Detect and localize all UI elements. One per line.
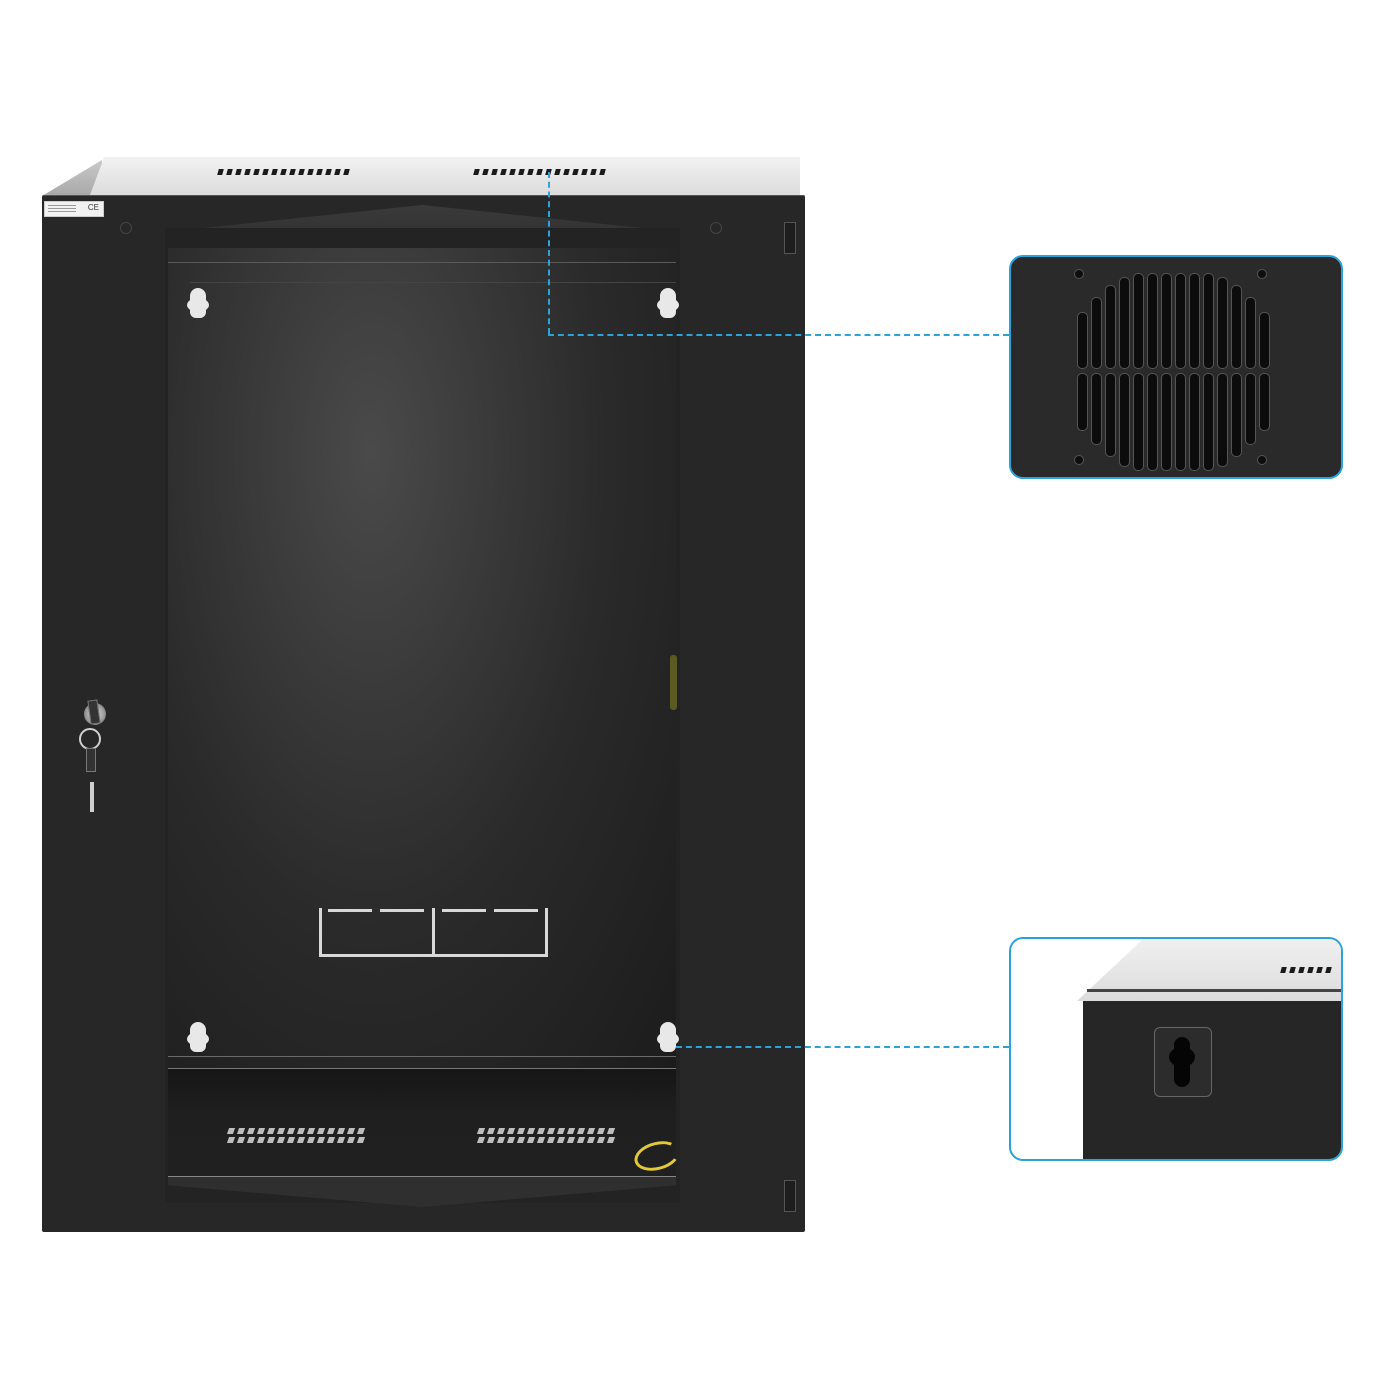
door-hinge-top: [784, 222, 796, 254]
screw-hole-icon: [1074, 455, 1084, 465]
knockout-tab: [328, 909, 372, 912]
cable-knockout-right: [433, 908, 548, 957]
knockout-tab: [380, 909, 424, 912]
fan-slot: [1077, 373, 1088, 431]
fan-slot: [1259, 373, 1270, 431]
callout-connector-fan: [548, 334, 1009, 336]
fan-slot: [1203, 273, 1214, 369]
key-icon: [86, 748, 96, 772]
top-vent-closeup: [1280, 967, 1332, 973]
bottom-vent-right: [476, 1128, 616, 1143]
screw-icon: [120, 222, 132, 234]
fan-slot: [1161, 373, 1172, 471]
wall-mount-detail-callout: [1009, 937, 1343, 1161]
ce-mark: CE: [87, 203, 99, 212]
fan-slot: [1091, 373, 1102, 445]
fan-slot: [1175, 373, 1186, 471]
fan-slot: [1147, 373, 1158, 471]
knockout-tab: [442, 909, 486, 912]
fan-slot: [1259, 312, 1270, 369]
rail-line: [168, 262, 676, 263]
cabinet-top-panel: [90, 157, 800, 195]
wall-mount-keyhole-icon: [187, 1022, 209, 1052]
wall-mount-keyhole-icon: [187, 288, 209, 318]
knockout-tab: [494, 909, 538, 912]
callout-connector-mount: [676, 1046, 1009, 1048]
screw-hole-icon: [1257, 269, 1267, 279]
wall-mount-keyhole-icon: [657, 288, 679, 318]
door-bottom-panel: [168, 1068, 676, 1184]
top-vent-left: [217, 169, 350, 175]
fan-slot: [1133, 273, 1144, 369]
fan-slot: [1175, 273, 1186, 369]
top-vent-right: [473, 169, 606, 175]
fan-slot: [1091, 297, 1102, 369]
screw-icon: [710, 222, 722, 234]
fan-slot: [1077, 312, 1088, 369]
fan-slot: [1203, 373, 1214, 471]
key-blade: [90, 782, 94, 812]
keyhole-round-icon: [1169, 1047, 1195, 1067]
fan-slot: [1161, 273, 1172, 369]
ce-label-sticker: CE: [44, 201, 104, 217]
fan-slot: [1217, 373, 1228, 467]
fan-slot: [1133, 373, 1144, 471]
fan-slot: [1245, 373, 1256, 445]
fan-slot: [1105, 373, 1116, 457]
bottom-vent-left: [226, 1128, 366, 1143]
fan-slot: [1231, 373, 1242, 457]
fan-slot: [1119, 277, 1130, 369]
door-latch-marker: [670, 655, 677, 710]
fan-slot: [1147, 273, 1158, 369]
wall-mount-keyhole-icon: [657, 1022, 679, 1052]
edge-line: [1087, 989, 1341, 992]
fan-slot: [1231, 285, 1242, 369]
door-glass-panel[interactable]: [168, 248, 676, 1068]
fan-slot: [1217, 277, 1228, 369]
key-ring-icon: [79, 728, 101, 750]
screw-hole-icon: [1257, 455, 1267, 465]
fan-slot: [1105, 285, 1116, 369]
rail-line: [168, 1056, 676, 1057]
fan-slot: [1119, 373, 1130, 467]
fan-slot: [1189, 273, 1200, 369]
fan-vent-detail-callout: [1009, 255, 1343, 479]
callout-connector-vertical: [548, 172, 550, 334]
door-hinge-bottom: [784, 1180, 796, 1212]
fan-slot: [1245, 297, 1256, 369]
fan-slot: [1189, 373, 1200, 471]
cable-knockout-left: [319, 908, 435, 957]
screw-hole-icon: [1074, 269, 1084, 279]
rail-line: [190, 282, 676, 283]
cabinet-side-closeup: [1083, 1001, 1341, 1159]
